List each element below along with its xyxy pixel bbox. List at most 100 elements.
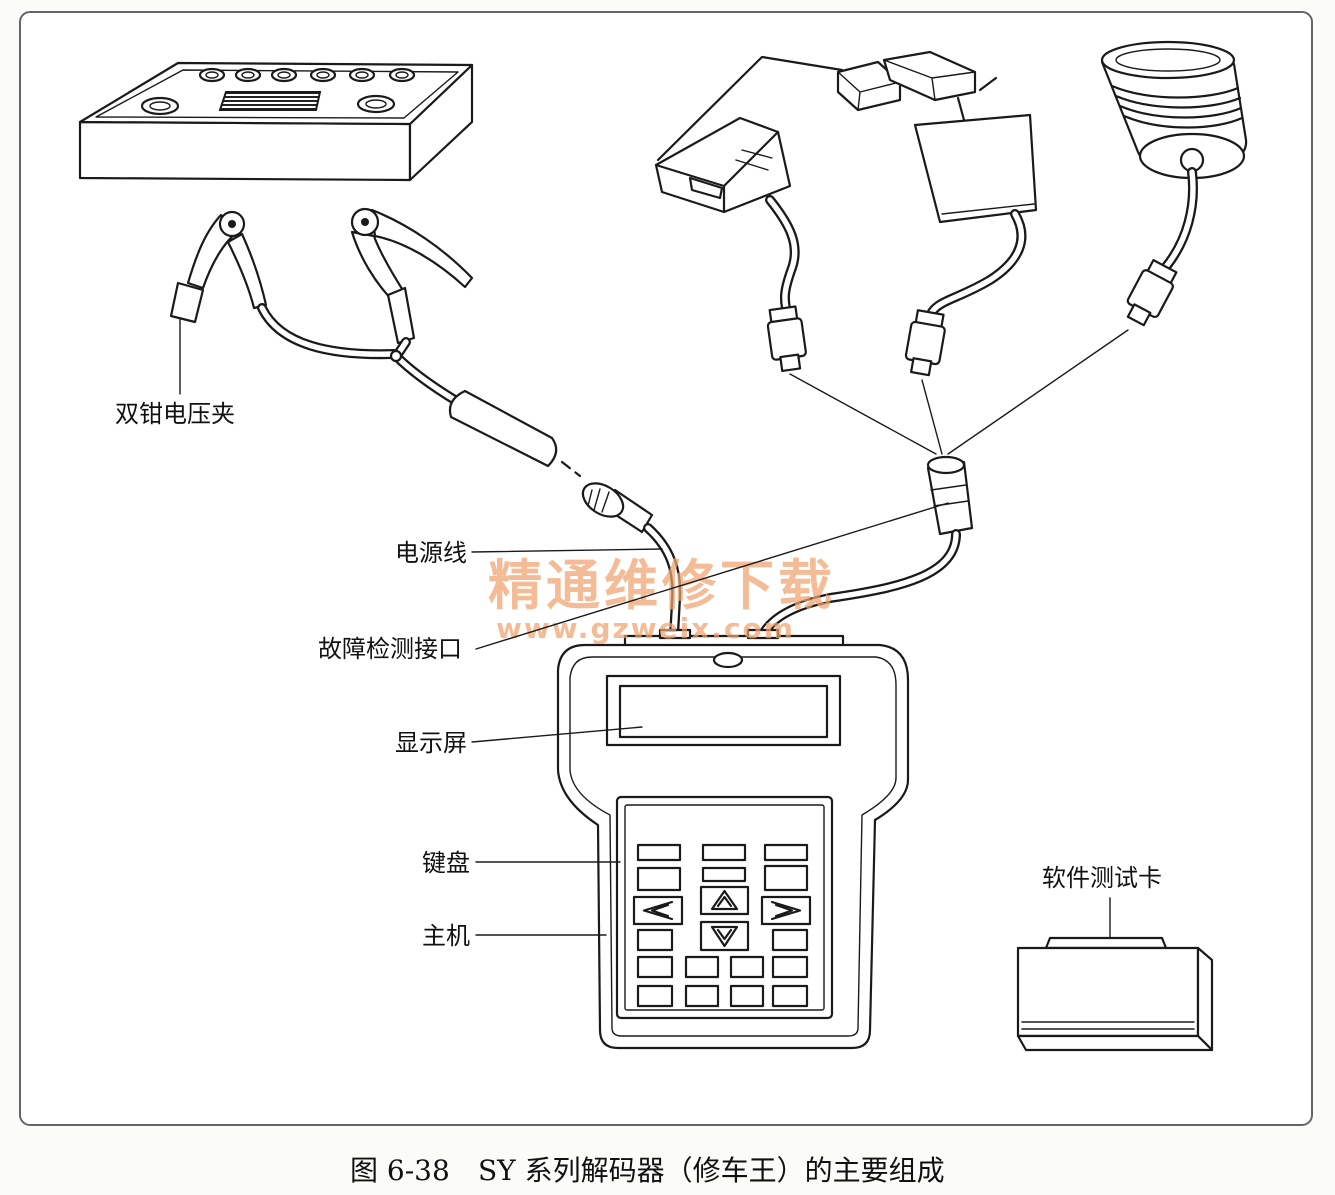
key bbox=[771, 955, 809, 979]
power-plug-tip bbox=[581, 482, 625, 518]
display-glass bbox=[618, 684, 829, 739]
key bbox=[636, 928, 674, 952]
obd-to-junction-line bbox=[789, 373, 937, 455]
clamp-wires bbox=[257, 303, 582, 478]
left-alligator-clip bbox=[169, 210, 268, 324]
power-port bbox=[658, 628, 692, 640]
socket-hole bbox=[395, 71, 409, 79]
obd-cable-plug bbox=[766, 305, 807, 373]
left-clip-sleeve bbox=[169, 281, 205, 324]
card-side bbox=[1196, 946, 1214, 1052]
tester-box-lip bbox=[95, 69, 459, 119]
tester-box bbox=[78, 61, 474, 182]
connector-block-a-edge bbox=[837, 71, 901, 111]
figure-title: SY 系列解码器（修车王）的主要组成 bbox=[478, 1154, 945, 1187]
power-cable bbox=[643, 523, 682, 641]
obd-connector-body bbox=[654, 116, 792, 214]
connector-block-b-edge bbox=[883, 59, 976, 101]
connector-card bbox=[656, 50, 1038, 224]
round-connector bbox=[1100, 40, 1248, 180]
labels: 双钳电压夹 电源线 故障检测接口 显示屏 键盘 主机 软件测试卡 bbox=[115, 317, 1162, 950]
large-socket bbox=[356, 94, 396, 114]
junction-connector bbox=[926, 455, 974, 536]
key bbox=[684, 984, 720, 1008]
top-indicator bbox=[712, 651, 744, 669]
obd-connector-ridge bbox=[735, 149, 773, 171]
key bbox=[763, 864, 809, 892]
key bbox=[771, 928, 809, 952]
round-connector-top bbox=[1100, 40, 1236, 80]
card-front bbox=[1016, 946, 1200, 1038]
key bbox=[729, 955, 765, 979]
key bbox=[684, 955, 720, 979]
large-socket bbox=[140, 96, 180, 116]
connector-block-b bbox=[882, 50, 977, 102]
socket-hole bbox=[277, 71, 291, 79]
large-socket-hole bbox=[365, 99, 387, 109]
card-cable bbox=[927, 209, 1027, 317]
right-arrow-key bbox=[760, 895, 812, 926]
diagnostic-cable-core bbox=[759, 531, 959, 639]
card-to-junction-line bbox=[921, 379, 943, 455]
display-leader bbox=[471, 726, 643, 743]
connector-card-edge bbox=[941, 203, 1035, 215]
connection-gap-dash bbox=[560, 460, 582, 478]
diagnostic-interface-label: 故障检测接口 bbox=[318, 635, 462, 663]
round-cable bbox=[1160, 167, 1198, 273]
tester-box-sockets bbox=[140, 67, 416, 116]
obd-cable-core bbox=[767, 197, 798, 311]
power-cable-label: 电源线 bbox=[395, 539, 467, 567]
key bbox=[636, 843, 682, 862]
plug-tip bbox=[1126, 303, 1152, 327]
obd-connector-slot bbox=[688, 176, 724, 200]
card-cable-plug bbox=[904, 309, 946, 377]
watermark: 精通维修下载 www.gzweix.com bbox=[488, 554, 836, 645]
socket bbox=[388, 67, 416, 83]
socket-hole bbox=[316, 71, 330, 79]
left-arrow-icon bbox=[642, 900, 674, 921]
display-screen bbox=[605, 674, 842, 747]
key bbox=[701, 843, 747, 862]
card-grooves bbox=[1021, 1021, 1195, 1030]
figure-caption: 图 6-38 SY 系列解码器（修车王）的主要组成 bbox=[350, 1154, 945, 1187]
large-socket-hole bbox=[149, 101, 171, 111]
plug-tip bbox=[910, 357, 933, 377]
socket bbox=[348, 67, 376, 83]
plug-body bbox=[904, 320, 946, 366]
connector-wires bbox=[956, 76, 998, 122]
junction-connector-top bbox=[926, 455, 966, 475]
software-test-card bbox=[1016, 936, 1214, 1052]
round-connector-stripes bbox=[1110, 84, 1244, 129]
plug-tip bbox=[779, 353, 802, 373]
wire-junction bbox=[389, 349, 403, 363]
socket-hole bbox=[205, 71, 219, 79]
left-clip-pivot-pin bbox=[228, 220, 236, 228]
plug-body bbox=[766, 317, 807, 361]
socket-hole bbox=[355, 71, 369, 79]
card-cable-core bbox=[929, 211, 1025, 315]
display-label: 显示屏 bbox=[395, 729, 467, 757]
key bbox=[636, 866, 682, 892]
round-to-junction-line bbox=[947, 329, 1129, 455]
card-top-ridge bbox=[1044, 936, 1168, 950]
watermark-title: 精通维修下载 bbox=[488, 554, 836, 617]
main-unit bbox=[556, 628, 910, 1050]
adapter-connection-lines bbox=[789, 329, 1129, 455]
left-clip-wire-core bbox=[259, 305, 397, 357]
connector-card-box bbox=[913, 113, 1038, 224]
key bbox=[636, 955, 674, 979]
socket bbox=[309, 67, 337, 83]
obd-connector-edges bbox=[654, 130, 780, 214]
socket bbox=[270, 67, 298, 83]
figure-number: 图 6-38 bbox=[350, 1154, 450, 1187]
connector-card-sheet bbox=[656, 55, 844, 162]
main-unit-label: 主机 bbox=[422, 922, 470, 950]
socket bbox=[198, 67, 226, 83]
keypad bbox=[615, 795, 834, 1020]
diagnostic-interface-leader bbox=[475, 502, 949, 650]
obd-connector bbox=[654, 116, 792, 214]
round-cable-core bbox=[1162, 169, 1196, 271]
power-plug bbox=[581, 482, 654, 534]
left-clip-jaw-b bbox=[226, 232, 268, 310]
